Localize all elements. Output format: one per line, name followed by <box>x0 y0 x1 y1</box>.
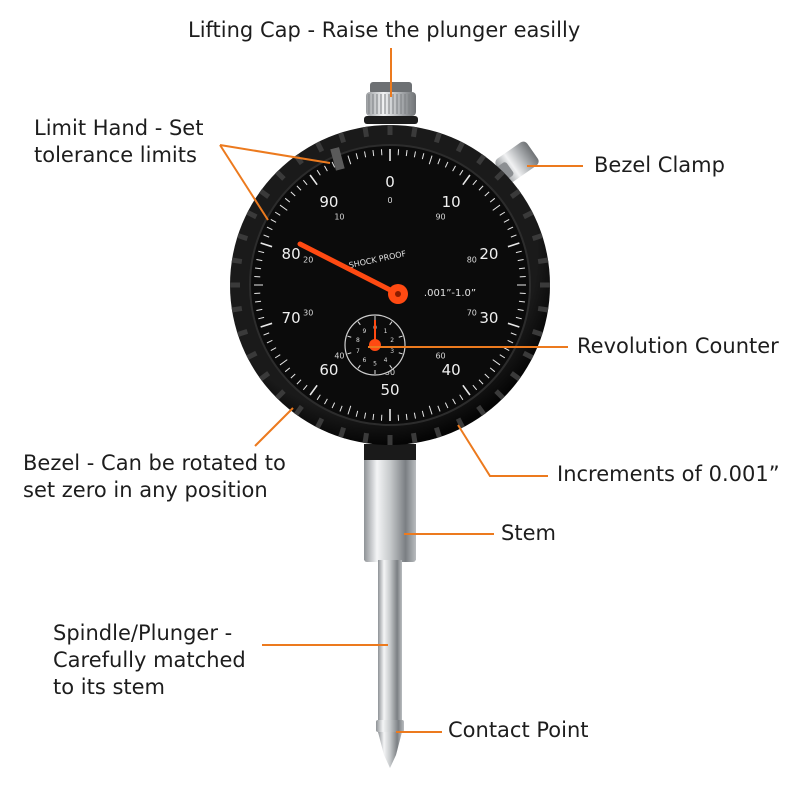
label-spindle: Spindle/Plunger - Carefully matched to i… <box>53 620 246 701</box>
leader-bezel <box>255 408 293 446</box>
counter-number: 9 <box>363 328 367 335</box>
bezel-tooth <box>533 236 543 239</box>
dial-major-number: 60 <box>319 361 338 379</box>
bezel-tooth <box>413 127 415 137</box>
label-spindle-line-2: Carefully matched <box>53 647 246 674</box>
bezel-tooth <box>413 433 415 443</box>
label-limit-hand: Limit Hand - Set tolerance limits <box>34 115 203 169</box>
dial-minor-number: 20 <box>303 255 313 264</box>
dial-major-number: 70 <box>282 309 301 327</box>
counter-number: 3 <box>390 348 394 355</box>
label-revolution-counter-line-1: Revolution Counter <box>577 333 779 360</box>
dial-minor-number: 70 <box>467 309 477 318</box>
bezel-tooth <box>232 308 242 310</box>
bezel-tooth <box>436 133 439 143</box>
bezel-tooth <box>365 127 367 137</box>
bezel-tooth <box>341 133 344 143</box>
label-bezel-line-2: set zero in any position <box>23 477 286 504</box>
label-bezel-line-1: Bezel - Can be rotated to <box>23 450 286 477</box>
dial-major-number: 50 <box>380 381 399 399</box>
label-revolution-counter: Revolution Counter <box>577 333 779 360</box>
label-limit-hand-line-1: Limit Hand - Set <box>34 115 203 142</box>
counter-number: 5 <box>373 361 377 368</box>
dial-major-number: 80 <box>282 245 301 263</box>
label-bezel: Bezel - Can be rotated to set zero in an… <box>23 450 286 504</box>
range-text: .001”-1.0” <box>424 288 476 299</box>
bezel-tooth <box>238 236 248 239</box>
label-lifting-cap-line-1: Lifting Cap - Raise the plunger easilly <box>188 17 580 44</box>
label-bezel-clamp-line-1: Bezel Clamp <box>594 152 725 179</box>
dial-major-number: 10 <box>442 193 461 211</box>
label-contact-point: Contact Point <box>448 717 589 744</box>
bezel-tooth <box>538 308 548 310</box>
bezel-tooth <box>538 260 548 262</box>
label-spindle-line-1: Spindle/Plunger - <box>53 620 246 647</box>
dial-minor-number: 60 <box>435 352 445 361</box>
label-contact-point-line-1: Contact Point <box>448 717 589 744</box>
counter-number: 6 <box>363 357 367 364</box>
dial-major-number: 30 <box>479 309 498 327</box>
dial-minor-number: 0 <box>387 196 392 205</box>
dial-minor-number: 90 <box>435 212 445 221</box>
leader-increments <box>458 425 548 476</box>
dial-minor-number: 80 <box>467 255 477 264</box>
label-increments: Increments of 0.001” <box>557 461 780 488</box>
leader-limit-hand-bezel <box>220 145 268 220</box>
dial-minor-number: 10 <box>334 212 344 221</box>
bezel-tooth <box>238 331 248 334</box>
label-lifting-cap: Lifting Cap - Raise the plunger easilly <box>188 17 580 44</box>
dial-minor-number: 30 <box>303 309 313 318</box>
counter-number: 4 <box>384 357 388 364</box>
dial-major-number: 20 <box>479 245 498 263</box>
stem <box>364 444 416 562</box>
dial-major-number: 90 <box>319 193 338 211</box>
dial-minor-number: 40 <box>334 352 344 361</box>
label-spindle-line-3: to its stem <box>53 674 246 701</box>
label-stem: Stem <box>501 520 556 547</box>
bezel-tooth <box>436 428 439 438</box>
bezel-tooth <box>533 331 543 334</box>
bezel-tooth <box>232 260 242 262</box>
counter-number: 1 <box>384 328 388 335</box>
counter-number: 8 <box>356 337 360 344</box>
dial-major-number: 0 <box>385 173 395 191</box>
label-stem-line-1: Stem <box>501 520 556 547</box>
bezel-tooth <box>365 433 367 443</box>
bezel-tooth <box>341 428 344 438</box>
label-limit-hand-line-2: tolerance limits <box>34 142 203 169</box>
contact-point <box>376 720 404 768</box>
counter-number: 7 <box>356 348 360 355</box>
label-bezel-clamp: Bezel Clamp <box>594 152 725 179</box>
label-increments-line-1: Increments of 0.001” <box>557 461 780 488</box>
counter-number: 2 <box>390 337 394 344</box>
dial-major-number: 40 <box>442 361 461 379</box>
